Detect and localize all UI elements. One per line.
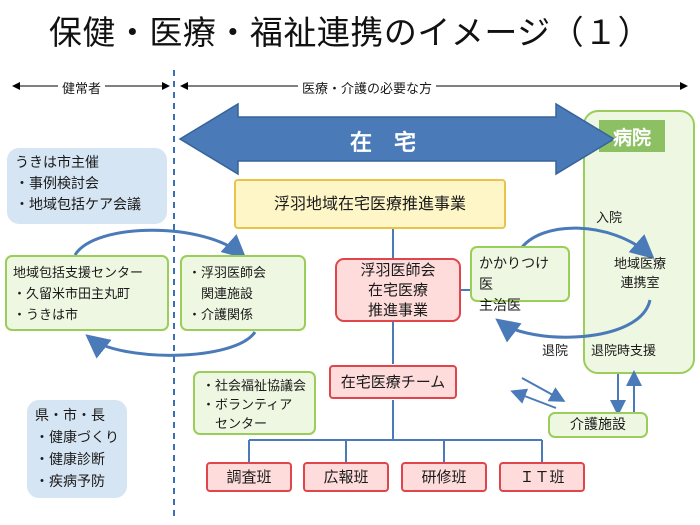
prefecture-line: ・健康づくり: [35, 430, 119, 446]
ishikai-related-line: ・浮羽医師会: [188, 266, 267, 281]
page-title: 保健・医療・福祉連携のイメージ（１）: [48, 13, 652, 52]
ishikai-project-line: 推進事業: [367, 301, 428, 319]
admit-label: 入院: [596, 211, 623, 226]
group-box: ＩＴ班: [499, 462, 585, 492]
chiiki-center-line: ・うきは市: [13, 308, 79, 323]
ukiha-host-line: ・地域包括ケア会議: [15, 197, 141, 213]
chiiki-center-box: 地域包括支援センター ・久留米市田主丸町 ・うきは市: [5, 255, 169, 331]
ukiha-host-line: ・事例検討会: [15, 176, 99, 192]
chiiki-center-line: 地域包括支援センター: [13, 266, 144, 281]
healthy-arrow-right: [162, 82, 170, 90]
loop-arrow-bottom: [85, 331, 257, 359]
zaitaku-double-arrow: [178, 102, 616, 176]
discharge-support-label: 退院時支援: [591, 344, 657, 359]
liaison-office: 地域医療 連携室: [614, 255, 666, 293]
discharge-label: 退院: [542, 344, 569, 359]
project-box: 浮羽地域在宅医療推進事業: [234, 179, 506, 229]
ishikai-project-line: 浮羽医師会: [360, 261, 436, 279]
kakaritsuke-line: 主治医: [479, 298, 521, 314]
group-box: 調査班: [206, 462, 292, 492]
healthy-label: 健常者: [58, 78, 106, 97]
care-arrow-right: [680, 82, 688, 90]
ishikai-project-box: 浮羽医師会 在宅医療 推進事業: [335, 258, 461, 322]
care-facility-box: 介護施設: [548, 412, 648, 438]
care-arrow-diag-2: [521, 377, 566, 402]
prefecture-line: ・疾病予防: [35, 474, 105, 490]
hospital-label: 病院: [612, 126, 651, 149]
group-box: 広報班: [303, 462, 389, 492]
social-welfare-line: ・ボランティア: [202, 398, 293, 413]
healthy-arrow-left: [12, 82, 20, 90]
discharge-arrow: [495, 299, 652, 343]
ukiha-host-box: うきは市主催 ・事例検討会 ・地域包括ケア会議: [7, 148, 167, 224]
prefecture-line: ・健康診断: [35, 452, 105, 468]
social-welfare-line: センター: [202, 417, 268, 432]
social-welfare-box: ・社会福祉協議会 ・ボランティア センター: [193, 371, 316, 435]
zaitaku-label: 在 宅: [350, 131, 417, 156]
liaison-office-line: 地域医療: [614, 257, 667, 272]
ishikai-related-line: 関連施設: [188, 287, 254, 302]
loop-arrow-top: [73, 228, 247, 259]
chiiki-center-line: ・久留米市田主丸町: [13, 287, 131, 302]
prefecture-line: 県・市・長: [35, 408, 105, 424]
ishikai-project-line: 在宅医療: [367, 281, 428, 299]
group-box: 研修班: [401, 462, 487, 492]
care-needed-label: 医療・介護の必要な方: [298, 78, 437, 97]
kakaritsuke-box: かかりつけ医 主治医: [470, 246, 570, 314]
care-arrow-left: [180, 82, 188, 90]
social-welfare-line: ・社会福祉協議会: [202, 379, 307, 394]
kakaritsuke-line: かかりつけ医: [479, 256, 550, 293]
ishikai-related-box: ・浮羽医師会 関連施設 ・介護関係: [180, 255, 306, 331]
team-box: 在宅医療チーム: [329, 365, 457, 399]
ukiha-host-line: うきは市主催: [15, 155, 99, 171]
prefecture-box: 県・市・長 ・健康づくり ・健康診断 ・疾病予防: [27, 400, 127, 498]
liaison-office-line: 連携室: [620, 276, 660, 291]
admit-arrow: [518, 226, 655, 259]
care-arrow-diag-1: [510, 388, 557, 409]
ishikai-related-line: ・介護関係: [188, 308, 254, 323]
